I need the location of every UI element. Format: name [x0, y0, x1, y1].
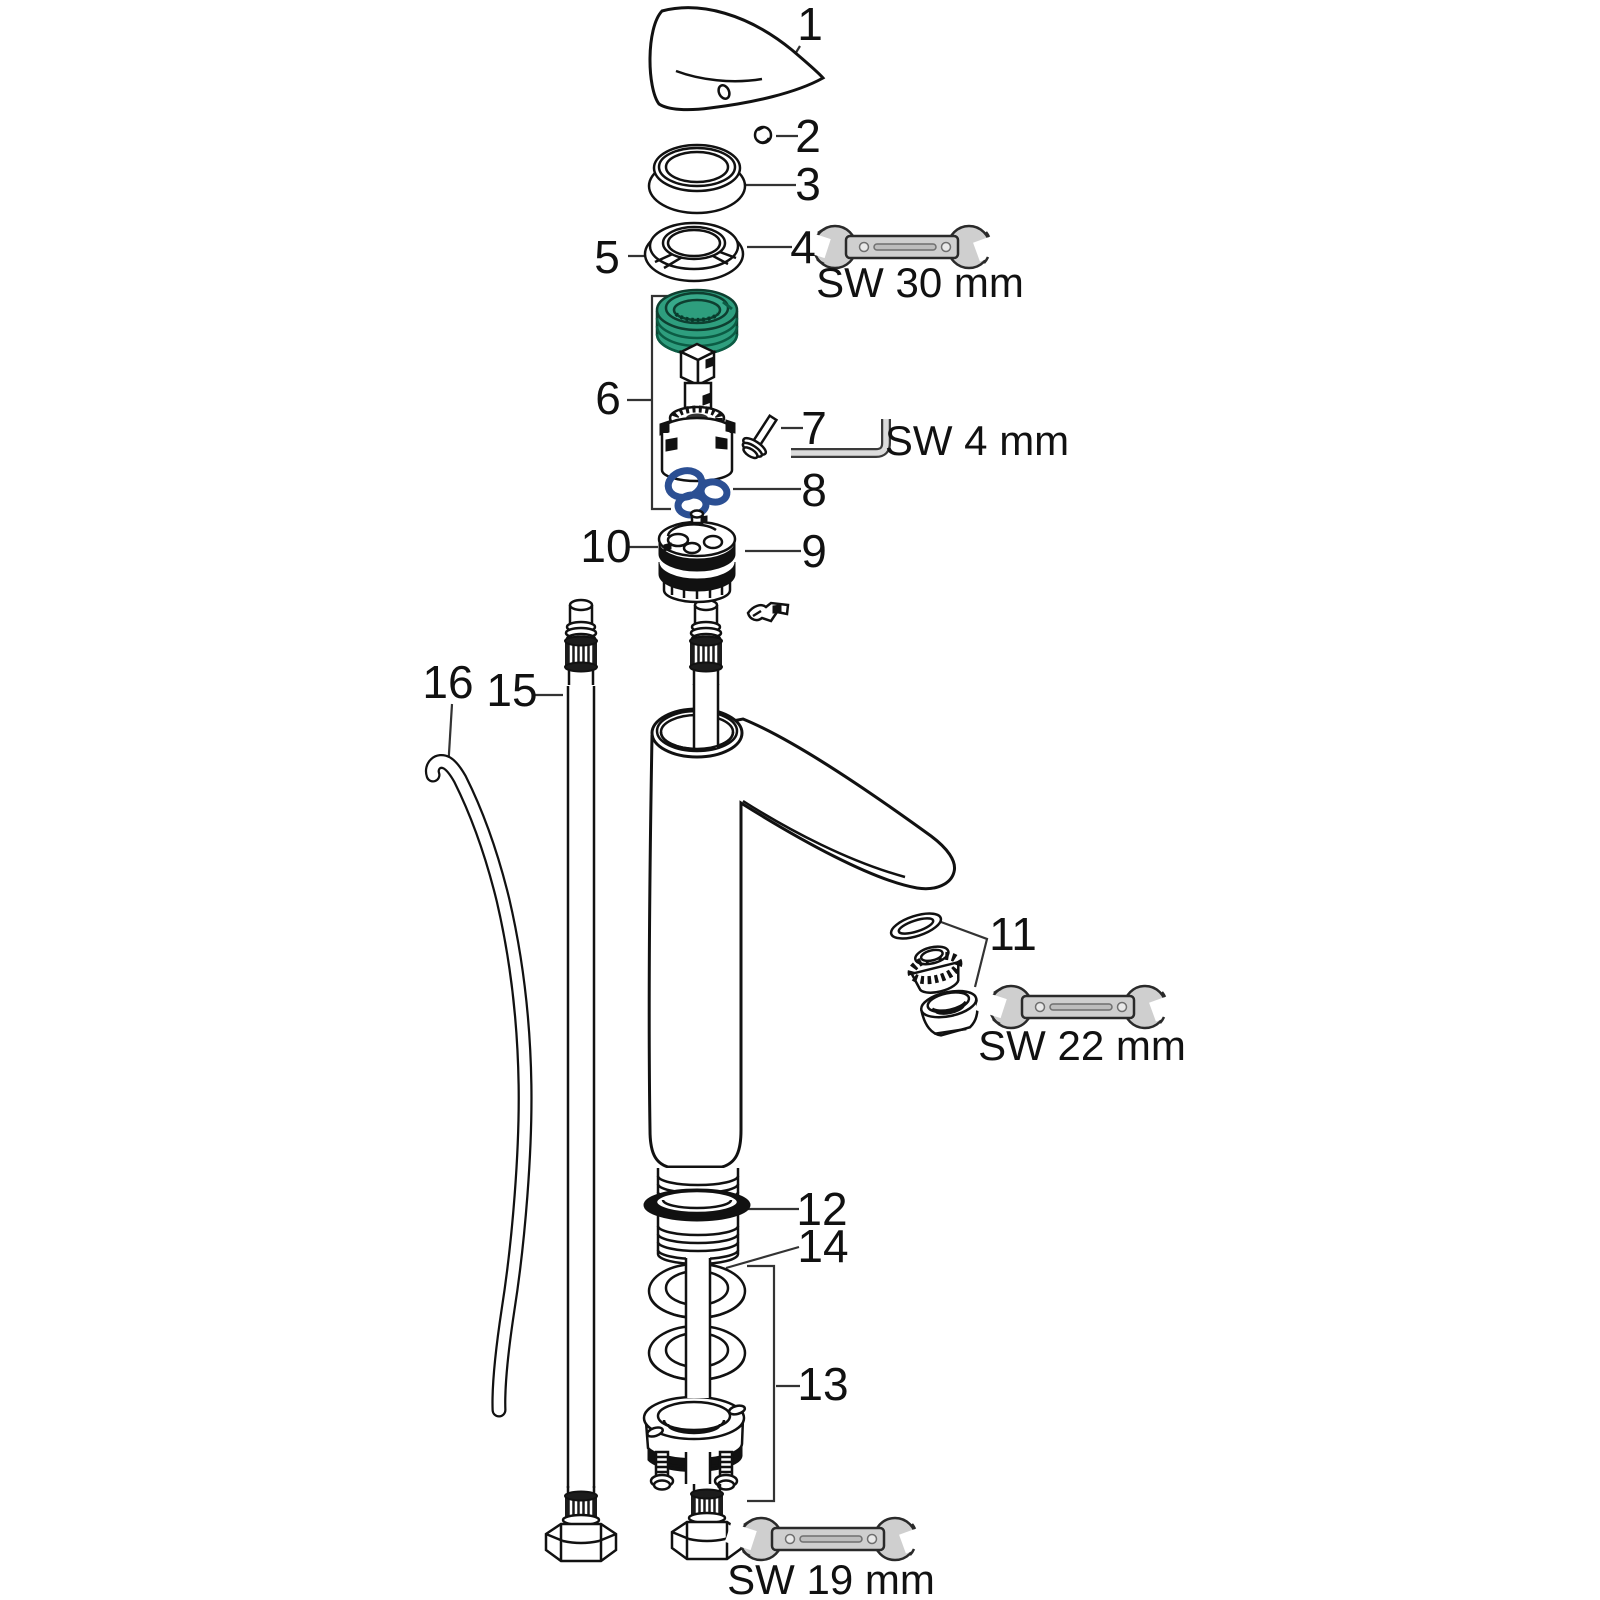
seal-gasket-blue [664, 467, 731, 519]
tool-label-sw22: SW 22 mm [978, 1022, 1186, 1069]
part-label-1: 1 [797, 0, 823, 50]
part-label-5: 5 [594, 231, 620, 283]
part-label-4: 4 [790, 221, 816, 273]
part-label-9: 9 [801, 525, 827, 577]
part-label-6: 6 [595, 372, 621, 424]
cartridge-nut [643, 221, 745, 283]
middle-hose-rod [670, 1256, 744, 1561]
set-screw [753, 125, 773, 145]
part-label-12: 12 [796, 1183, 848, 1235]
middle-hose-fitting [688, 598, 724, 687]
tool-label-sw4: SW 4 mm [884, 417, 1070, 464]
part-label-16: 16 [422, 656, 474, 708]
seal-ring-green [655, 288, 739, 356]
part-label-14: 14 [797, 1220, 849, 1272]
hex-key [791, 419, 891, 458]
part-label-10: 10 [580, 520, 632, 572]
part-label-3: 3 [795, 158, 821, 210]
callout-lines [446, 45, 989, 1503]
part-label-11: 11 [989, 908, 1037, 960]
shank-flange [643, 1188, 751, 1222]
tool-label-sw19: SW 19 mm [727, 1556, 935, 1600]
tool-label-sw30: SW 30 mm [816, 259, 1024, 306]
cartridge [659, 342, 736, 483]
handle [648, 6, 826, 112]
wrench-sw19 [724, 1516, 932, 1562]
mounting-flange-nut [642, 1395, 747, 1472]
part-label-13: 13 [797, 1358, 849, 1410]
retainer-clip [746, 601, 790, 623]
check-valve-disc [657, 509, 737, 604]
escutcheon-ring [647, 143, 747, 215]
part-label-15: 15 [486, 664, 538, 716]
part-label-2: 2 [795, 110, 821, 162]
supply-hose [544, 598, 618, 1563]
aerator [889, 912, 979, 1037]
part-label-7: 7 [801, 402, 827, 454]
part-label-8: 8 [801, 464, 827, 516]
cartridge-screw [741, 413, 779, 460]
connection-pipe [424, 754, 533, 1418]
